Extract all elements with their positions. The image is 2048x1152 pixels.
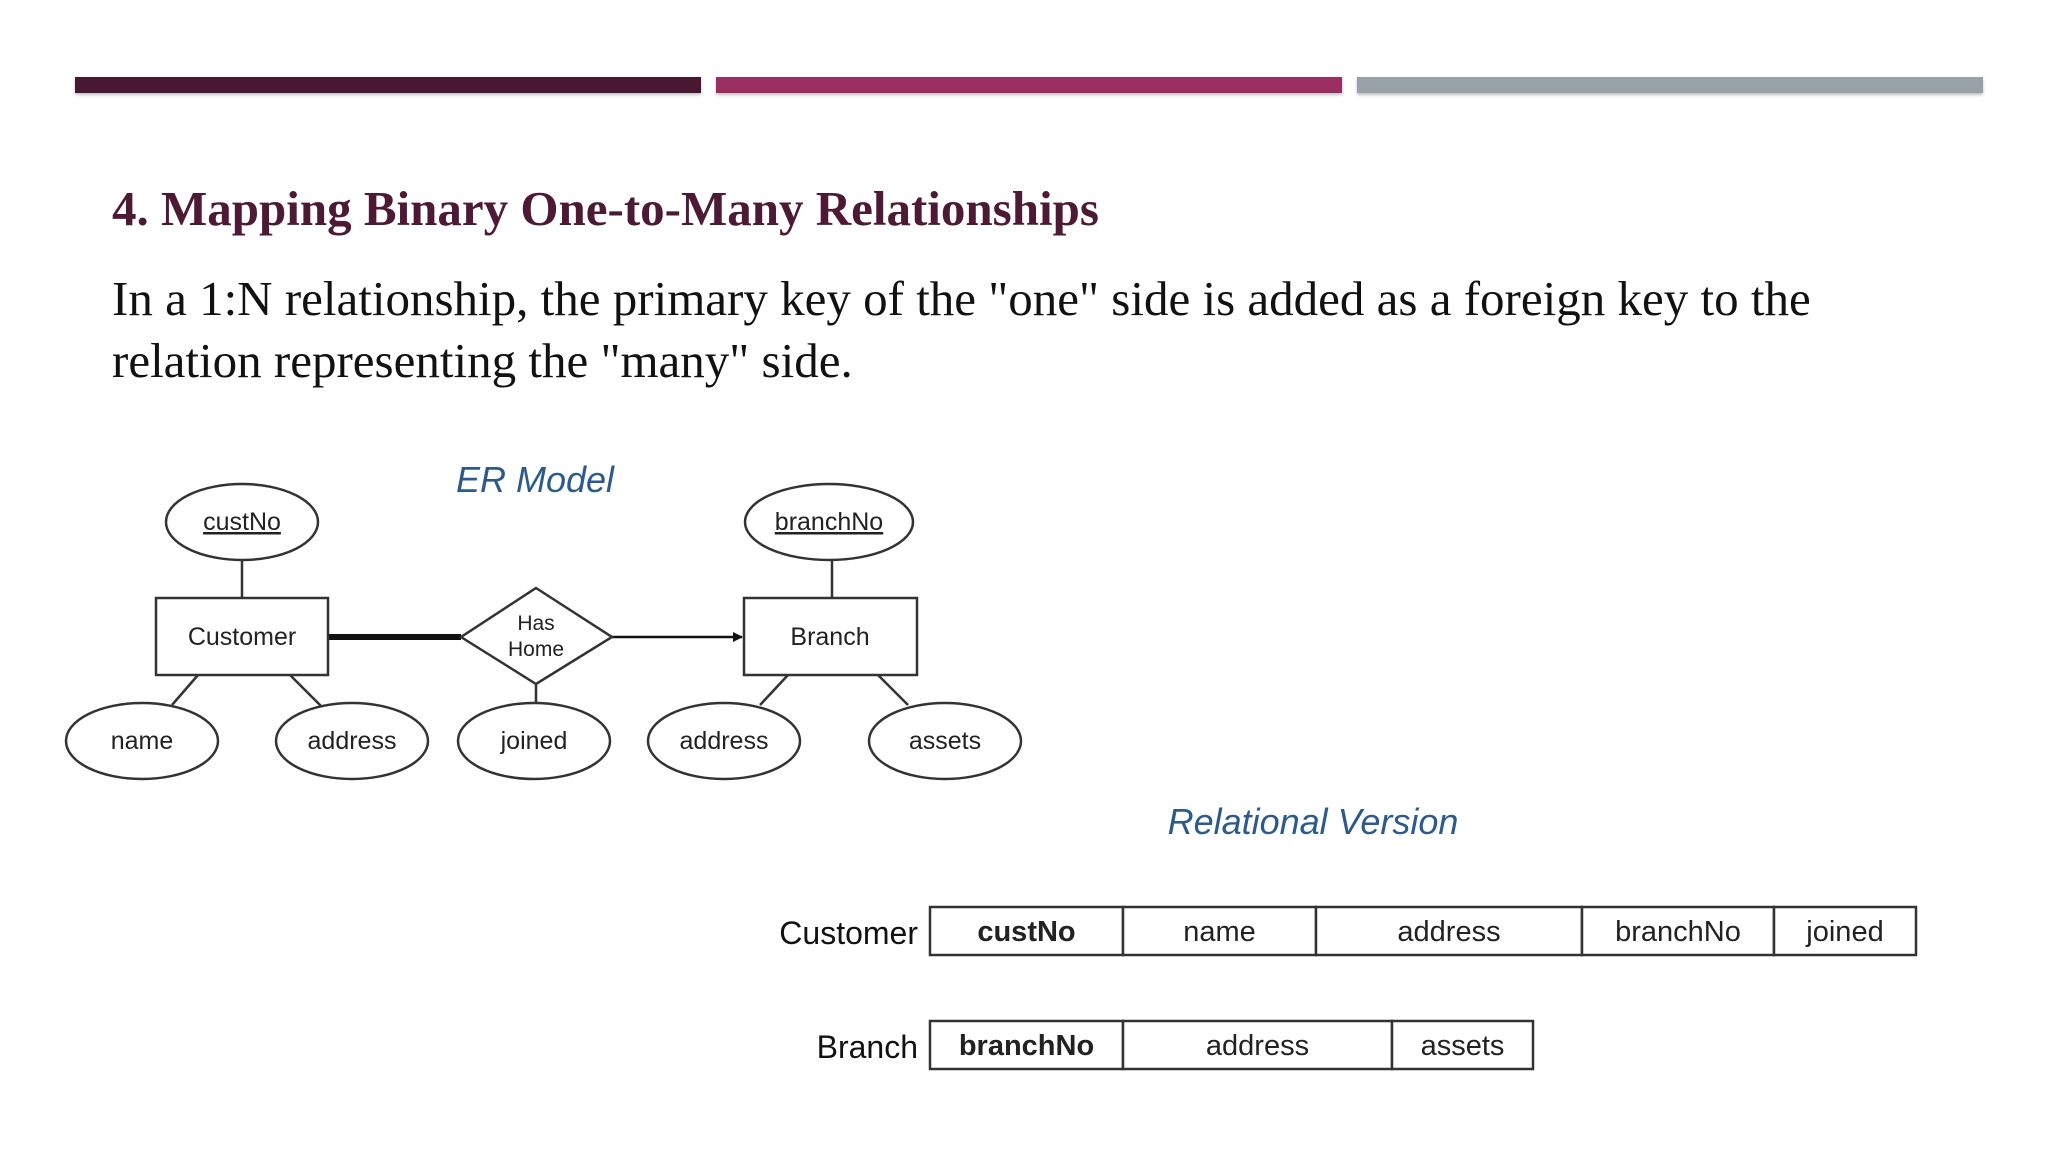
custno-key-label: custNo xyxy=(203,508,281,536)
branch-relation-column-address: address xyxy=(1206,1030,1309,1062)
customer-entity-label: Customer xyxy=(188,623,296,651)
custno-key-attribute xyxy=(164,482,320,562)
customer-relation-column-address: address xyxy=(1397,916,1500,948)
branch-address-attribute xyxy=(646,701,802,781)
customer-name-attribute xyxy=(64,701,220,781)
er-model-caption: ER Model xyxy=(456,459,615,500)
customer-relation-cell xyxy=(1121,905,1318,957)
relationship-label-line1: Has xyxy=(517,612,554,635)
customer-relation-column-joined: joined xyxy=(1805,916,1883,948)
branch-relation-column-branchNo: branchNo xyxy=(959,1030,1094,1062)
branch-entity xyxy=(742,596,919,677)
relational-version-caption: Relational Version xyxy=(1168,801,1459,842)
branch-relation-cell xyxy=(1390,1019,1535,1071)
customer-relation-cell xyxy=(1772,905,1918,957)
branchno-key-attribute xyxy=(743,482,915,562)
header-bar-dark xyxy=(75,77,701,93)
customer-relation-column-custNo: custNo xyxy=(977,916,1075,948)
customer-relation-table: custNo name address branchNo joined xyxy=(928,905,1918,957)
slide-body-text: In a 1:N relationship, the primary key o… xyxy=(112,271,1811,388)
branch-assets-attribute xyxy=(867,701,1023,781)
slide-title: 4. Mapping Binary One-to-Many Relationsh… xyxy=(112,181,1099,236)
branchno-key-label: branchNo xyxy=(775,508,883,536)
branch-relation-cell xyxy=(1121,1019,1394,1071)
joined-label: joined xyxy=(500,727,568,755)
has-home-relationship xyxy=(458,586,615,686)
customer-entity xyxy=(154,596,330,677)
branch-relation-column-assets: assets xyxy=(1421,1030,1505,1062)
branch-address-label: address xyxy=(680,727,769,755)
customer-address-label: address xyxy=(308,727,397,755)
customer-relation-name: Customer xyxy=(779,915,918,951)
joined-attribute xyxy=(456,701,612,781)
header-bar-magenta xyxy=(716,77,1342,93)
relationship-label-line2: Home xyxy=(508,638,564,661)
customer-relation-column-branchNo: branchNo xyxy=(1615,916,1741,948)
customer-name-label: name xyxy=(111,727,174,755)
branch-relation-name: Branch xyxy=(817,1029,918,1065)
customer-relation-cell xyxy=(1580,905,1776,957)
customer-relation-column-name: name xyxy=(1183,916,1256,948)
header-bar-gray xyxy=(1357,77,1983,93)
er-connector-lines xyxy=(171,560,909,708)
branch-assets-label: assets xyxy=(909,727,981,755)
customer-address-attribute xyxy=(274,701,430,781)
branch-relation-table: branchNo address assets xyxy=(928,1019,1535,1071)
branch-entity-label: Branch xyxy=(790,623,869,651)
